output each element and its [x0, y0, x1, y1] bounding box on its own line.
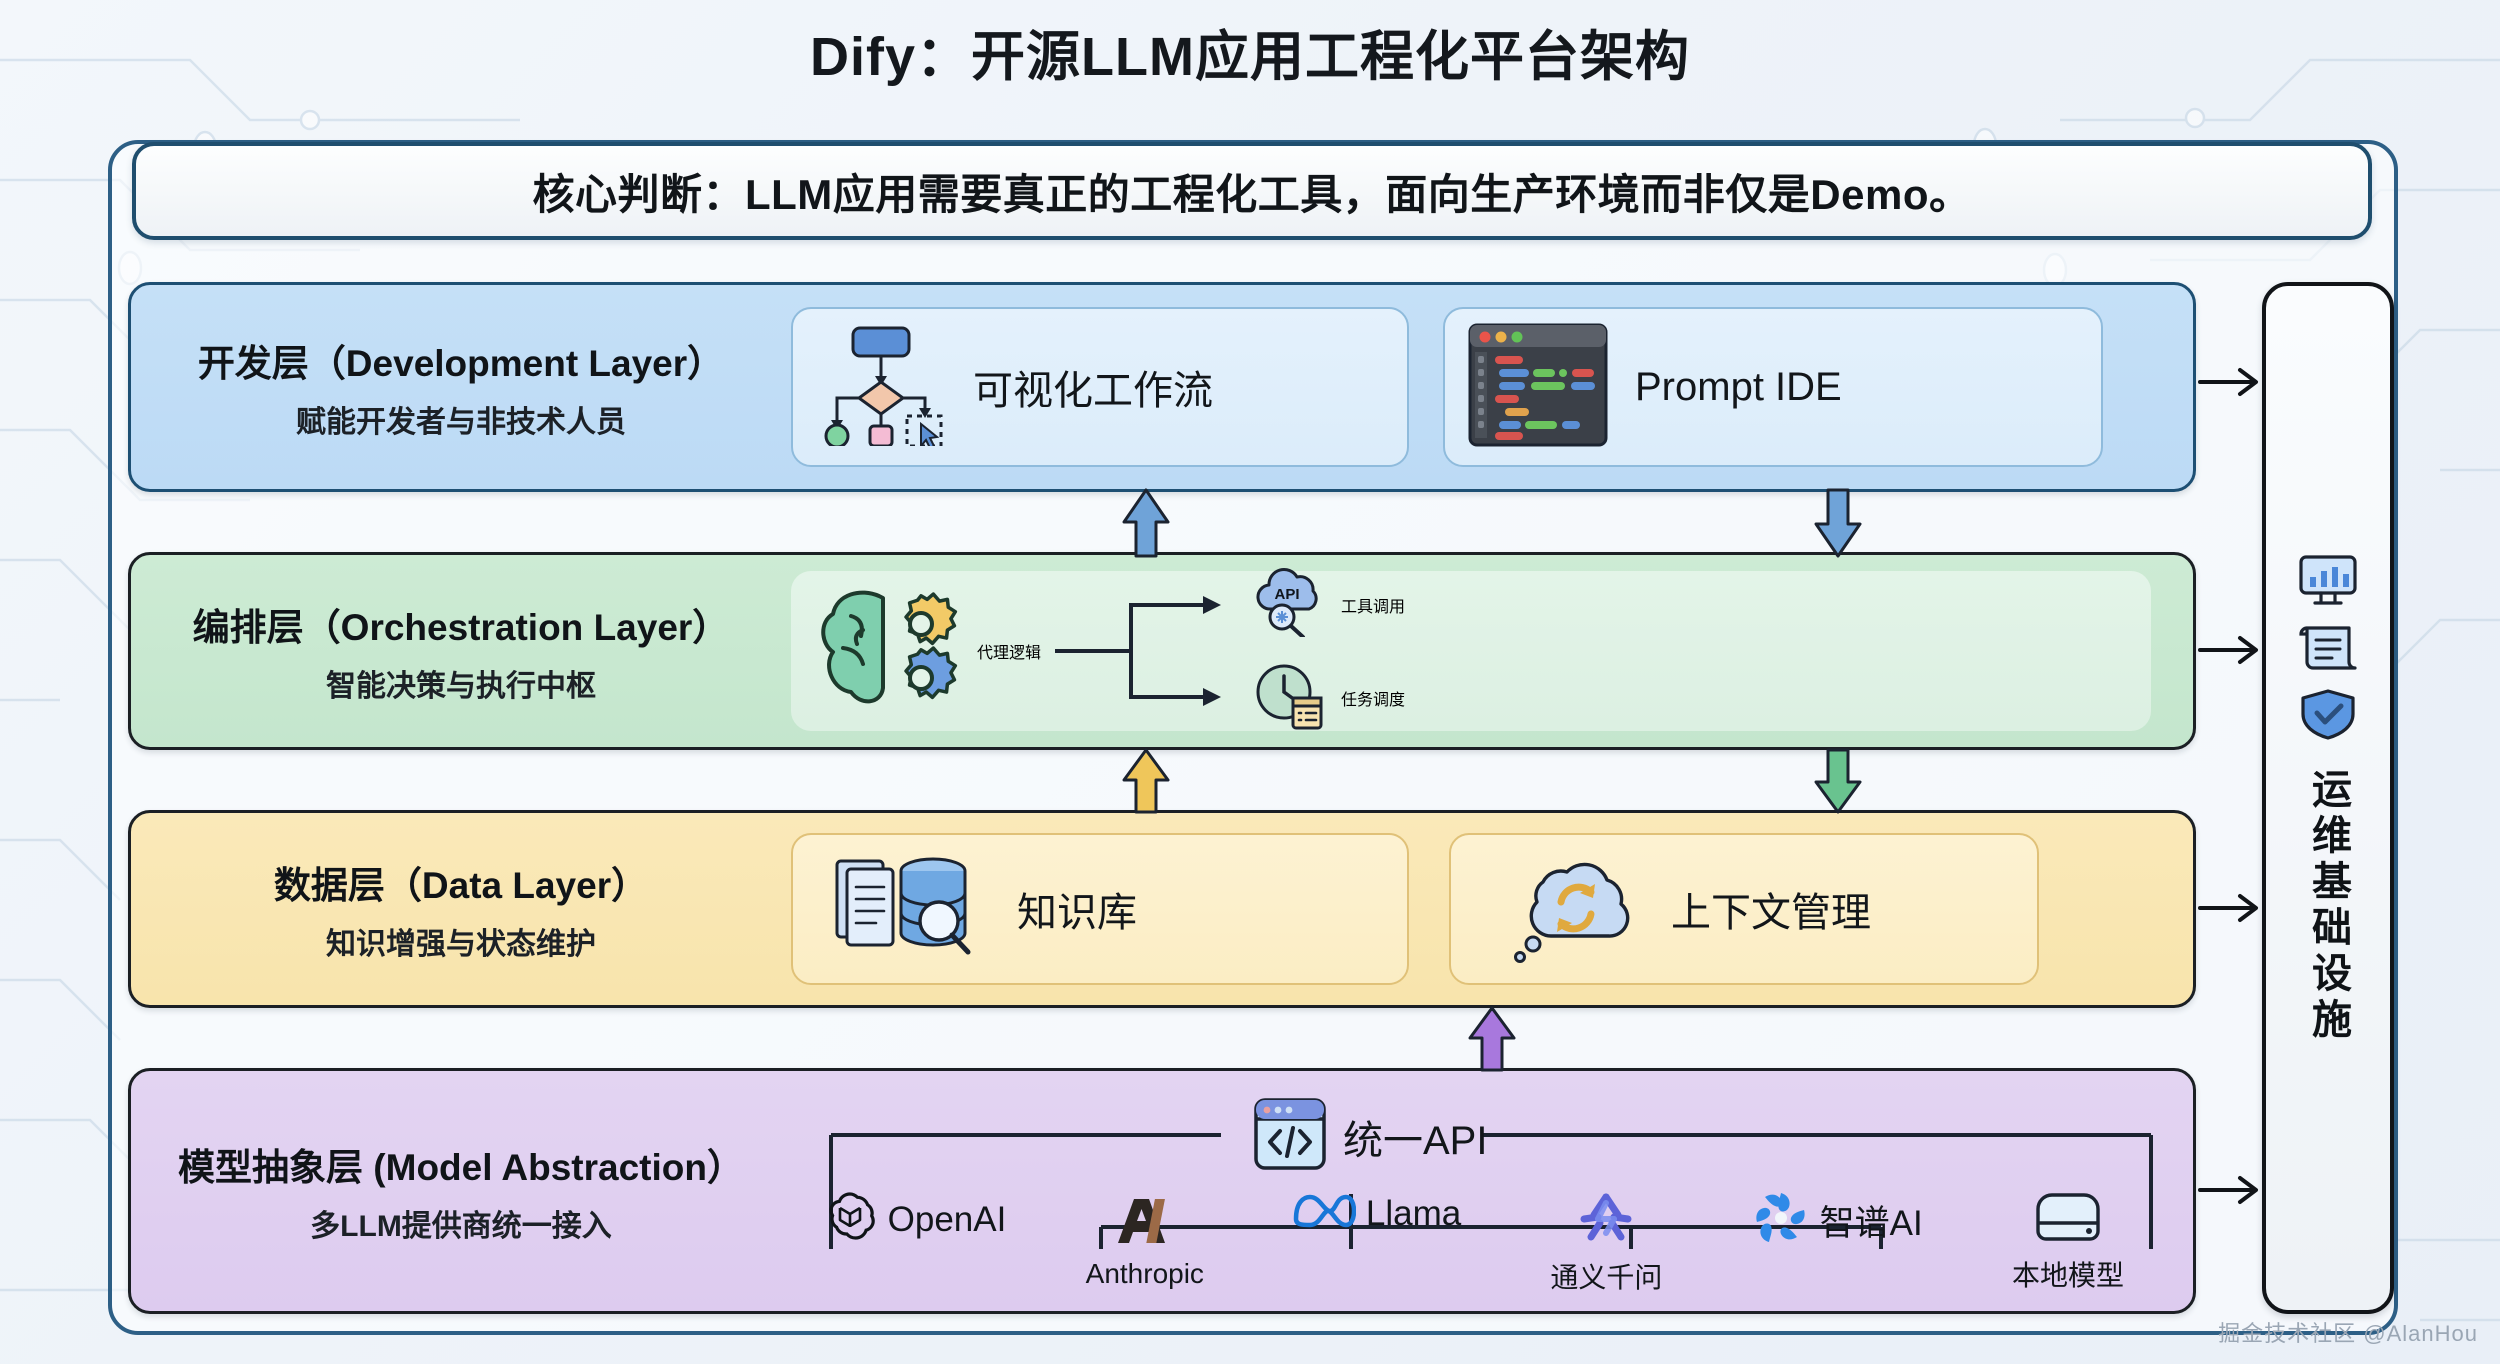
page-title: Dify：开源LLM应用工程化平台架构 — [810, 27, 1690, 87]
branch-task-schedule[interactable]: 任务调度 — [1251, 660, 1405, 735]
core-judgement-text: 核心判断：LLM应用需要真正的工程化工具，面向生产环境而非仅是Demo。 — [532, 170, 1972, 218]
shield-check-icon — [2297, 687, 2359, 746]
provider-sub: Anthropic — [1085, 1258, 1204, 1289]
card-visual-workflow[interactable]: 可视化工作流 — [791, 307, 1409, 467]
layer-data[interactable]: 数据层（Data Layer） 知识增强与状态维护 知识库 — [128, 810, 2196, 1008]
layer-subtitle: 赋能开发者与非技术人员 — [296, 406, 626, 439]
layer-orchestration-body: 代理逻辑 API — [791, 567, 2193, 731]
provider-llama[interactable]: Llama — [1271, 1189, 1481, 1238]
core-judgement-banner: 核心判断：LLM应用需要真正的工程化工具，面向生产环境而非仅是Demo。 — [132, 142, 2372, 240]
layer-title: 数据层（Data Layer） — [273, 865, 649, 906]
provider-openai[interactable]: OpenAI — [809, 1189, 1019, 1250]
svg-text:API: API — [1275, 586, 1300, 603]
brain-gears-icon — [817, 584, 967, 719]
ops-infrastructure-label: 运维基础设施 — [2306, 767, 2350, 1044]
local-server-icon — [2032, 1189, 2104, 1252]
layer-subtitle: 多LLM提供商统一接入 — [310, 1210, 612, 1243]
provider-anthropic[interactable]: Anthropic — [1040, 1189, 1250, 1290]
card-label: 可视化工作流 — [973, 369, 1213, 413]
branch-label: 工具调用 — [1341, 598, 1406, 616]
code-window-icon — [1253, 1097, 1327, 1176]
provider-name: OpenAI — [887, 1199, 1007, 1239]
provider-local-model[interactable]: 本地模型 — [1963, 1189, 2173, 1294]
api-cloud-search-icon: API — [1251, 567, 1327, 642]
card-label: Prompt IDE — [1635, 364, 1842, 409]
card-label: 知识库 — [1017, 891, 1137, 935]
layer-model-header: 模型抽象层 (Model Abstraction） 多LLM提供商统一接入 — [131, 1137, 791, 1245]
layer-orchestration-header: 编排层（Orchestration Layer） 智能决策与执行中枢 — [131, 597, 791, 705]
layer-title: 编排层（Orchestration Layer） — [192, 607, 730, 648]
arrow-model-up — [1468, 1006, 1516, 1072]
database-docs-search-icon — [833, 849, 983, 970]
arrow-dev-up — [1122, 488, 1170, 558]
provider-name: 智谱AI — [1819, 1204, 1923, 1243]
unified-api-label: 统一API — [1343, 1118, 1488, 1163]
layer-development-header: 开发层（Development Layer） 赋能开发者与非技术人员 — [131, 333, 791, 441]
zhipu-logo — [1752, 1189, 1810, 1252]
layer-development-body: 可视化工作流 — [791, 307, 2193, 467]
meta-llama-logo — [1290, 1189, 1357, 1238]
provider-zhipu[interactable]: 智谱AI — [1732, 1189, 1942, 1252]
card-knowledge-base[interactable]: 知识库 — [791, 833, 1409, 985]
layer-title: 模型抽象层 (Model Abstraction） — [178, 1147, 744, 1188]
arrow-orch-down — [1814, 748, 1862, 814]
card-label: 上下文管理 — [1671, 891, 1871, 935]
layer-subtitle: 智能决策与执行中枢 — [326, 670, 596, 703]
layer-subtitle: 知识增强与状态维护 — [326, 928, 596, 961]
workflow-icon — [815, 324, 947, 451]
openai-logo — [822, 1189, 878, 1250]
watermark: 掘金技术社区 @AlanHou — [2218, 1321, 2478, 1346]
ops-infrastructure-column[interactable]: 运维基础设施 — [2262, 282, 2394, 1314]
layer-title: 开发层（Development Layer） — [197, 343, 725, 384]
cloud-sync-icon — [1507, 848, 1643, 971]
arrow-orch-to-ops — [2198, 636, 2258, 664]
card-prompt-ide[interactable]: Prompt IDE — [1443, 307, 2103, 467]
clock-schedule-icon — [1251, 660, 1327, 735]
provider-name: Llama — [1365, 1193, 1462, 1233]
layer-model-abstraction[interactable]: 模型抽象层 (Model Abstraction） 多LLM提供商统一接入 统一… — [128, 1068, 2196, 1314]
layer-data-header: 数据层（Data Layer） 知识增强与状态维护 — [131, 855, 791, 963]
layer-data-body: 知识库 上下文管理 — [791, 833, 2193, 985]
layer-model-body: 统一API OpenAI — [791, 1071, 2193, 1311]
arrow-data-to-ops — [2198, 894, 2258, 922]
code-editor-icon — [1467, 322, 1609, 453]
arrow-dev-down — [1814, 488, 1862, 558]
branch-connector — [1055, 596, 1222, 706]
provider-sub: 通义千问 — [1550, 1262, 1663, 1293]
anthropic-logo — [1114, 1189, 1176, 1256]
log-document-icon — [2297, 620, 2359, 681]
arrow-orch-up — [1122, 748, 1170, 814]
monitoring-chart-icon — [2297, 553, 2359, 614]
layer-orchestration[interactable]: 编排层（Orchestration Layer） 智能决策与执行中枢 — [128, 552, 2196, 750]
provider-list: OpenAI Anthropic — [791, 1189, 2193, 1296]
branch-tool-call[interactable]: API 工具调用 — [1251, 567, 1405, 642]
arrow-dev-to-ops — [2198, 368, 2258, 396]
provider-qwen[interactable]: 通义千问 — [1501, 1189, 1711, 1296]
layer-development[interactable]: 开发层（Development Layer） 赋能开发者与非技术人员 — [128, 282, 2196, 492]
qwen-logo — [1576, 1189, 1636, 1254]
unified-api-node[interactable]: 统一API — [1253, 1097, 1487, 1176]
provider-sub: 本地模型 — [2011, 1260, 2124, 1291]
card-agent-logic[interactable]: 代理逻辑 API — [791, 567, 2151, 731]
arrow-model-to-ops — [2198, 1176, 2258, 1204]
card-context-management[interactable]: 上下文管理 — [1449, 833, 2039, 985]
agent-logic-label: 代理逻辑 — [977, 645, 1042, 662]
branch-label: 任务调度 — [1341, 691, 1406, 709]
provider-tree-connector — [829, 1133, 2153, 1249]
